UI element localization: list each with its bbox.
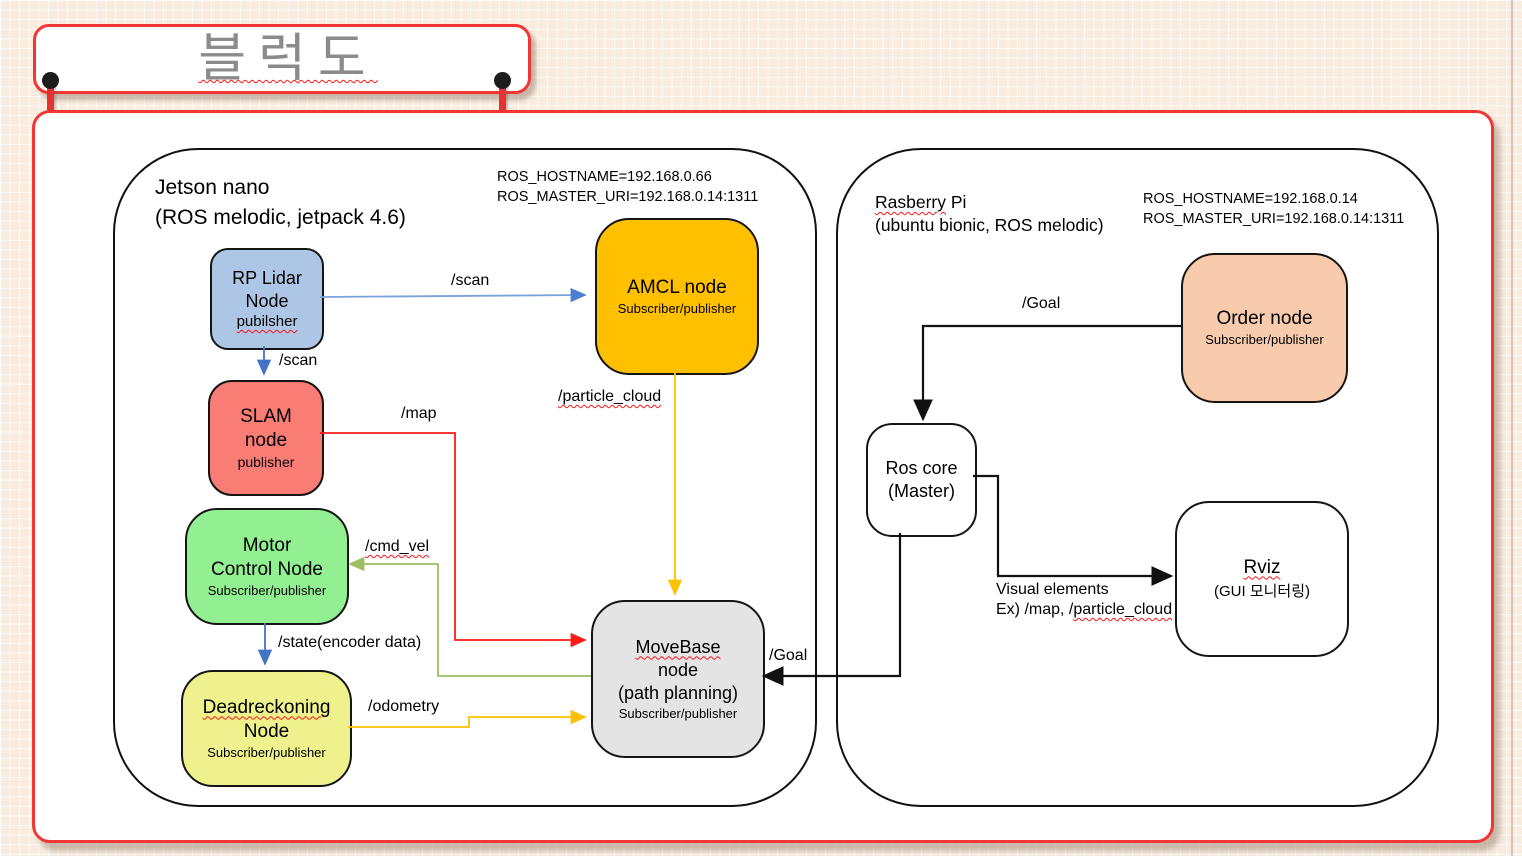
- raspi-name: Rasberry: [875, 192, 946, 212]
- raspi-header: Rasberry Pi (ubuntu bionic, ROS melodic): [875, 191, 1104, 237]
- deadreckoning-label-2: Node: [243, 720, 290, 742]
- raspi-env-master-uri: ROS_MASTER_URI=192.168.0.14:1311: [1143, 211, 1405, 227]
- movebase-label-3: (path planning): [617, 682, 739, 703]
- node-rp-lidar: RP Lidar Node pubilsher: [210, 248, 324, 350]
- label-odometry: /odometry: [368, 698, 440, 715]
- jetson-detail: (ROS melodic, jetpack 4.6): [155, 206, 406, 229]
- raspi-name-line: Rasberry Pi: [875, 191, 1104, 214]
- label-visual-elements-line1: Visual elements: [996, 581, 1109, 598]
- rviz-label-2: (GUI 모니터링): [1213, 582, 1311, 600]
- order-label: Order node: [1216, 308, 1313, 329]
- amcl-label: AMCL node: [627, 276, 727, 298]
- raspi-name-rest: Pi: [946, 192, 967, 212]
- node-ros-core: Ros core (Master): [866, 423, 977, 537]
- label-visual-particle-cloud: particle_cloud: [1073, 601, 1173, 618]
- diagram-board: Jetson nano (ROS melodic, jetpack 4.6) R…: [32, 110, 1494, 843]
- label-particle-cloud: /particle_cloud: [558, 388, 662, 405]
- rp-lidar-label-1: RP Lidar: [232, 268, 302, 288]
- node-amcl: AMCL node Subscriber/publisher: [595, 218, 759, 375]
- raspi-detail: (ubuntu bionic, ROS melodic): [875, 215, 1104, 235]
- amcl-role: Subscriber/publisher: [617, 300, 737, 316]
- roscore-label-2: (Master): [888, 481, 955, 501]
- raspi-env-hostname: ROS_HOSTNAME=192.168.0.14: [1143, 191, 1358, 207]
- slam-label-1: SLAM: [240, 406, 292, 427]
- title-card: 블럭도: [33, 24, 531, 94]
- deadreckoning-role: Subscriber/publisher: [207, 744, 326, 760]
- binder-ring-left-top-dot: [41, 72, 59, 89]
- motor-label-1: Motor: [242, 534, 292, 556]
- node-order: Order node Subscriber/publisher: [1181, 253, 1348, 403]
- movebase-label-2: node: [657, 659, 699, 680]
- label-scan-horizontal: /scan: [451, 272, 490, 289]
- jetson-header: Jetson nano (ROS melodic, jetpack 4.6): [155, 173, 406, 233]
- raspi-env: ROS_HOSTNAME=192.168.0.14 ROS_MASTER_URI…: [1143, 189, 1404, 229]
- label-visual-ex: Ex) /map, /: [996, 601, 1074, 618]
- jetson-env-hostname: ROS_HOSTNAME=192.168.0.66: [497, 169, 712, 185]
- motor-label-2: Control Node: [211, 558, 323, 580]
- binder-ring-left: [46, 76, 54, 124]
- raspberry-pi-container: [836, 148, 1439, 807]
- slam-label-2: node: [244, 430, 288, 451]
- label-cmd-vel: /cmd_vel: [365, 538, 430, 555]
- slam-role: publisher: [237, 454, 295, 470]
- roscore-label-1: Ros core: [885, 458, 958, 478]
- slide-edge-line: [1511, 0, 1513, 856]
- label-visual-elements: Visual elements Ex) /map, /particle_clou…: [996, 580, 1172, 620]
- node-movebase: MoveBase node (path planning) Subscriber…: [591, 600, 765, 758]
- label-map: /map: [401, 405, 437, 422]
- label-state-encoder: /state(encoder data): [278, 634, 422, 651]
- movebase-role: Subscriber/publisher: [618, 705, 738, 721]
- deadreckoning-label-1: Deadreckoning: [202, 696, 331, 718]
- rp-lidar-role: pubilsher: [236, 313, 298, 330]
- order-role: Subscriber/publisher: [1205, 332, 1324, 347]
- jetson-name: Jetson nano: [155, 176, 270, 199]
- label-goal-top: /Goal: [1022, 295, 1061, 312]
- label-visual-elements-line2: Ex) /map, /particle_cloud: [996, 600, 1172, 620]
- label-goal-bottom: /Goal: [769, 647, 808, 664]
- node-deadreckoning: Deadreckoning Node Subscriber/publisher: [181, 670, 352, 787]
- jetson-nano-container: [113, 148, 817, 807]
- binder-ring-right-top-dot: [493, 72, 511, 89]
- node-rviz: Rviz (GUI 모니터링): [1175, 501, 1349, 657]
- movebase-label-1: MoveBase: [635, 636, 721, 657]
- page-title: 블럭도: [198, 30, 378, 88]
- rviz-label-1: Rviz: [1243, 556, 1281, 578]
- jetson-env: ROS_HOSTNAME=192.168.0.66 ROS_MASTER_URI…: [497, 167, 758, 207]
- label-scan-vertical: /scan: [279, 352, 318, 369]
- node-slam: SLAM node publisher: [208, 380, 324, 496]
- node-motor-control: Motor Control Node Subscriber/publisher: [185, 508, 349, 625]
- binder-ring-right: [498, 76, 506, 124]
- motor-role: Subscriber/publisher: [207, 582, 327, 598]
- rp-lidar-label-2: Node: [245, 291, 289, 311]
- jetson-env-master-uri: ROS_MASTER_URI=192.168.0.14:1311: [497, 189, 759, 205]
